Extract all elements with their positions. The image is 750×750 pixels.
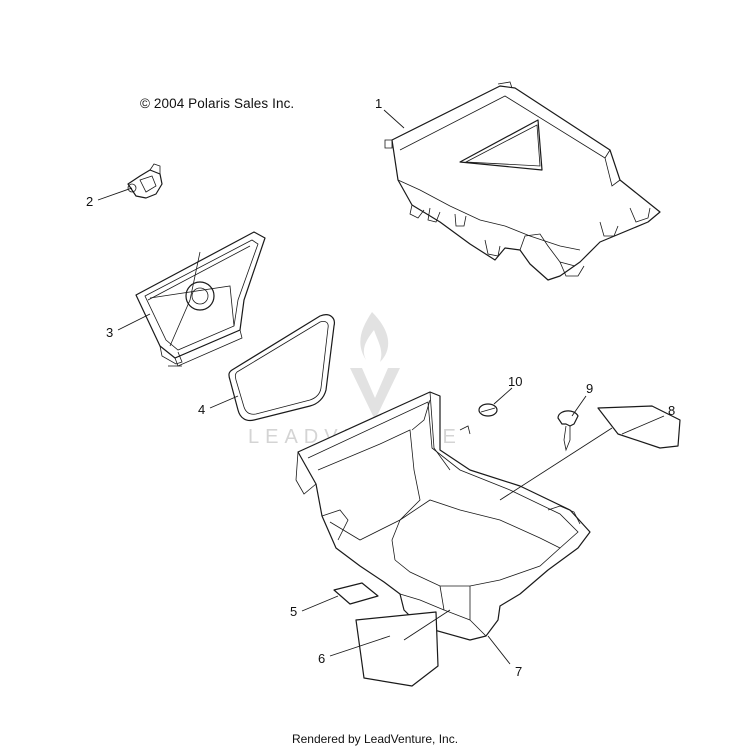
part-5-pad xyxy=(333,582,379,605)
part-1-storage-lid xyxy=(384,81,661,281)
callout-7: 7 xyxy=(515,664,522,679)
copyright-notice: © 2004 Polaris Sales Inc. xyxy=(140,96,295,111)
part-9-push-rivet xyxy=(557,410,579,452)
callout-3: 3 xyxy=(106,325,113,340)
leader-lines xyxy=(97,109,665,665)
callout-5: 5 xyxy=(290,604,297,619)
callout-6: 6 xyxy=(318,651,325,666)
footer-credit: Rendered by LeadVenture, Inc. xyxy=(291,732,459,746)
part-7-storage-tub xyxy=(295,391,591,641)
part-2-latch xyxy=(127,163,163,199)
callout-2: 2 xyxy=(86,194,93,209)
callout-8: 8 xyxy=(668,403,675,418)
part-4-seal xyxy=(228,314,335,422)
callout-9: 9 xyxy=(586,381,593,396)
callout-1: 1 xyxy=(375,96,382,111)
callout-10: 10 xyxy=(508,374,522,389)
part-6-decal xyxy=(355,611,439,687)
part-10-plug xyxy=(478,403,498,417)
callout-4: 4 xyxy=(198,402,205,417)
callout-labels: 1 2 3 4 5 6 7 8 9 10 xyxy=(86,96,675,679)
part-3-frame xyxy=(135,231,266,367)
